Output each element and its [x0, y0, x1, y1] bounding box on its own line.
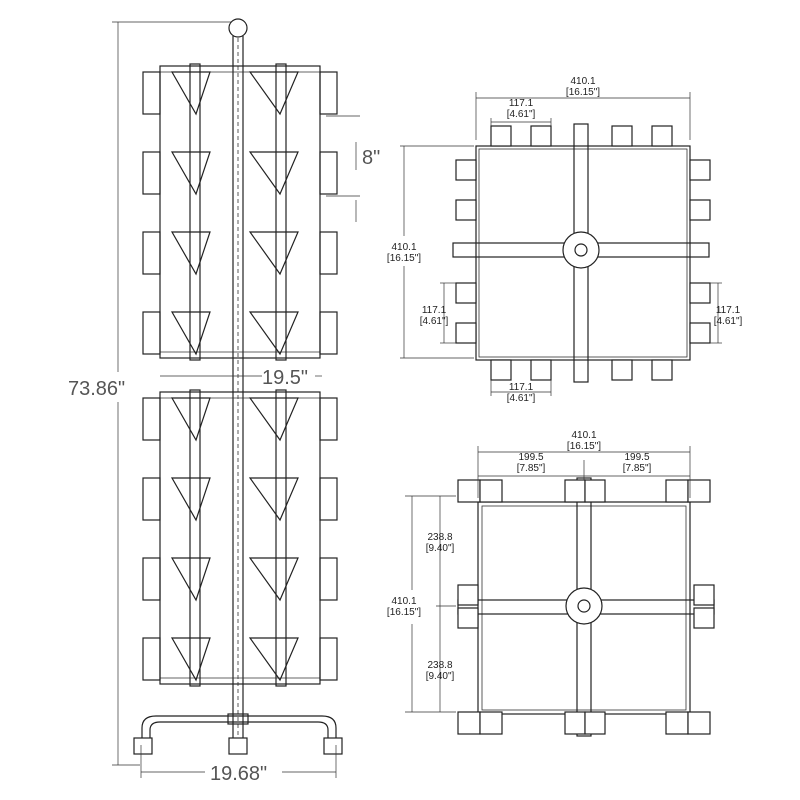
- upper-pocket-left-in: [4.61"]: [420, 316, 449, 327]
- shelf-width-label: 19.5": [262, 367, 308, 389]
- center-hub-lower: [565, 587, 603, 625]
- caster-wheel-right: [323, 737, 343, 755]
- lower-width-dimension: [477, 446, 691, 498]
- lower-lower-half-mm: 238.8: [427, 660, 452, 671]
- lower-tier: [142, 389, 338, 687]
- center-hub: [562, 231, 600, 269]
- lower-half-right-mm: 199.5: [624, 452, 649, 463]
- upper-depth-mm: 410.1: [391, 242, 416, 253]
- front-view: 73.86": [68, 18, 380, 785]
- lower-upper-half-in: [9.40"]: [426, 543, 455, 554]
- lower-half-left-mm: 199.5: [518, 452, 543, 463]
- lower-depth-mm: 410.1: [391, 596, 416, 607]
- tier-spacing-label: 8": [362, 147, 380, 169]
- lower-width-mm: 410.1: [571, 430, 596, 441]
- upper-width-dimension: [475, 92, 691, 140]
- upper-tier: [142, 63, 338, 361]
- upper-pocket-top-dimension: [490, 118, 552, 126]
- pole-finial: [228, 18, 248, 38]
- lower-depth-dimension: [405, 495, 456, 713]
- upper-width-in: [16.15"]: [566, 87, 600, 98]
- upper-pocket-bottom-dimension: [490, 380, 552, 396]
- upper-depth-in: [16.15"]: [387, 253, 421, 264]
- rack-base: [133, 713, 343, 755]
- lower-half-left-in: [7.85"]: [517, 463, 546, 474]
- top-view-lower: 410.1 [16.15"] 199.5 [7.85"] 199.5 [7.85…: [387, 430, 715, 737]
- upper-pocket-left-dimension: [440, 282, 456, 344]
- upper-pocket-right-dimension: [710, 282, 722, 344]
- lower-depth-in: [16.15"]: [387, 607, 421, 618]
- top-view-upper: 410.1 [16.15"] 117.1 [4.61"] 410.1 [16.1…: [387, 76, 743, 404]
- lower-half-right-in: [7.85"]: [623, 463, 652, 474]
- caster-wheel-left: [133, 737, 153, 755]
- height-label: 73.86": [68, 378, 125, 400]
- lower-width-in: [16.15"]: [567, 441, 601, 452]
- upper-pocket-top-mm: 117.1: [509, 98, 534, 109]
- upper-pocket-bottom-in: [4.61"]: [507, 393, 536, 404]
- lower-lower-half-in: [9.40"]: [426, 671, 455, 682]
- upper-pocket-top-in: [4.61"]: [507, 109, 536, 120]
- upper-pocket-right-in: [4.61"]: [714, 316, 743, 327]
- upper-width-mm: 410.1: [570, 76, 595, 87]
- upper-pocket-bottom-mm: 117.1: [509, 382, 534, 393]
- height-dimension-line: [112, 21, 232, 766]
- tier-spacing-dimension: [326, 115, 360, 222]
- upper-pocket-right-mm: 117.1: [716, 305, 741, 316]
- base-width-dimension: [140, 745, 337, 778]
- caster-wheel-center: [228, 737, 248, 755]
- base-width-label: 19.68": [210, 763, 267, 785]
- upper-depth-dimension: [400, 145, 474, 359]
- lower-upper-half-mm: 238.8: [427, 532, 452, 543]
- upper-pocket-left-mm: 117.1: [422, 305, 447, 316]
- center-pole: [232, 36, 244, 740]
